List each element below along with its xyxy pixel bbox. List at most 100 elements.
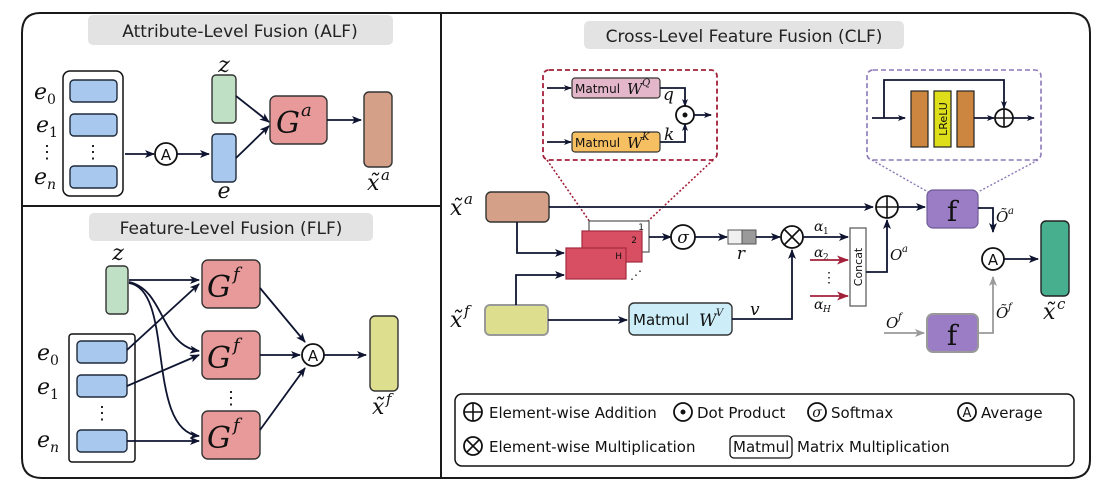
alf-title: Attribute-Level Fusion (ALF) bbox=[122, 22, 357, 42]
alf-e-label: e bbox=[217, 179, 230, 204]
alf-panel: Attribute-Level Fusion (ALF) ⋮ e 0 e 1 ⋮… bbox=[34, 15, 393, 204]
svg-text:n: n bbox=[47, 177, 56, 193]
f-detail-box: LReLU bbox=[866, 69, 1042, 193]
alf-label-en: e n bbox=[34, 165, 56, 193]
flf-z-vector bbox=[105, 265, 129, 315]
k-label: k bbox=[664, 125, 674, 145]
svg-text:f: f bbox=[897, 312, 904, 323]
svg-text:0: 0 bbox=[47, 92, 56, 108]
clf-title: Cross-Level Feature Fusion (CLF) bbox=[606, 27, 883, 47]
alf-z-label: z bbox=[217, 53, 230, 78]
alf-inner-vdots: ⋮ bbox=[84, 142, 102, 163]
arrow-f-feat-to-avg bbox=[978, 276, 997, 334]
legend-item-matmul: Matmul Matrix Multiplication bbox=[729, 435, 950, 459]
flf-arrow-gate1-to-avg bbox=[259, 287, 306, 343]
svg-text:A: A bbox=[988, 251, 999, 269]
alf-e-vector bbox=[211, 133, 237, 183]
f-skip-connection bbox=[883, 79, 1007, 118]
svg-text:O: O bbox=[886, 314, 898, 332]
f-block-feat-label: f bbox=[947, 319, 960, 352]
alf-label-e1: e 1 bbox=[36, 113, 58, 141]
flf-embedding-e0 bbox=[76, 340, 128, 364]
arrow-v-to-mult bbox=[732, 249, 796, 320]
svg-text:σ: σ bbox=[812, 405, 822, 421]
legend-item-multiply: Element-wise Multiplication bbox=[463, 436, 695, 456]
flf-arrow-e1-to-gate2 bbox=[126, 354, 200, 387]
svg-text:Õ: Õ bbox=[996, 304, 1008, 322]
f-block-attr bbox=[926, 189, 979, 229]
svg-text:α: α bbox=[814, 297, 824, 313]
svg-text:Element-wise Multiplication: Element-wise Multiplication bbox=[489, 438, 695, 456]
svg-text:a: a bbox=[301, 100, 312, 121]
svg-text:e: e bbox=[37, 341, 50, 366]
q-label: q bbox=[663, 85, 674, 105]
attention-head-H bbox=[565, 247, 627, 280]
r-vector-right bbox=[741, 229, 757, 245]
alpha-H-label: α H bbox=[814, 297, 831, 315]
flf-output-label: x̃ f bbox=[372, 390, 394, 420]
svg-text:V: V bbox=[716, 308, 725, 319]
svg-text:α: α bbox=[814, 245, 824, 261]
matmul-wv-label: Matmul W V bbox=[633, 308, 725, 331]
flf-z-label: z bbox=[111, 241, 124, 266]
r-label: r bbox=[737, 244, 746, 264]
svg-text:f: f bbox=[385, 390, 394, 408]
svg-text:Õ: Õ bbox=[996, 208, 1008, 226]
svg-text:e: e bbox=[34, 165, 47, 190]
alf-embedding-en bbox=[69, 165, 118, 189]
svg-text:A: A bbox=[308, 347, 319, 365]
flf-arrow-gate3-to-avg bbox=[259, 367, 306, 431]
of-label: O f bbox=[886, 312, 904, 332]
alf-outer-vdots: ⋮ bbox=[38, 142, 56, 163]
arrow-concat-to-add bbox=[866, 219, 891, 273]
alf-embedding-e1 bbox=[69, 113, 118, 137]
svg-text:Average: Average bbox=[981, 404, 1043, 422]
svg-text:Matmul: Matmul bbox=[575, 136, 620, 150]
f-linear-1 bbox=[910, 90, 929, 148]
flf-gate-3 bbox=[201, 410, 261, 460]
softmax-legend-icon bbox=[807, 402, 827, 422]
flf-panel: Feature-Level Fusion (FLF) z ⋮ e 0 e 1 e… bbox=[37, 213, 399, 463]
flf-inner-vdots: ⋮ bbox=[93, 403, 111, 424]
svg-text:W: W bbox=[627, 134, 644, 152]
attention-detail-border bbox=[542, 69, 718, 161]
alpha-vdots: ⋮ bbox=[822, 270, 836, 286]
alf-output-label: x̃ a bbox=[367, 166, 390, 196]
clf-panel: Cross-Level Feature Fusion (CLF) Matmul … bbox=[450, 21, 1075, 467]
svg-text:Matmul: Matmul bbox=[575, 82, 620, 96]
svg-text:2: 2 bbox=[631, 236, 637, 246]
arrow-q-to-dot bbox=[660, 87, 688, 107]
f-lrelu bbox=[933, 90, 952, 148]
legend: Element-wise Addition Dot Product σ Soft… bbox=[454, 393, 1075, 467]
flf-embedding-e1 bbox=[76, 374, 128, 398]
svg-text:α: α bbox=[814, 219, 824, 235]
flf-title-bg bbox=[89, 213, 373, 241]
legend-item-dot: Dot Product bbox=[673, 402, 785, 422]
svg-text:Element-wise Addition: Element-wise Addition bbox=[489, 404, 657, 422]
svg-text:A: A bbox=[963, 406, 972, 421]
flf-arrow-z-to-gate3 bbox=[128, 282, 200, 439]
svg-text:0: 0 bbox=[50, 353, 59, 369]
arrow-xa-to-heads bbox=[516, 222, 565, 257]
svg-text:1: 1 bbox=[638, 223, 644, 233]
v-label: v bbox=[750, 300, 760, 320]
svg-text:Matrix Multiplication: Matrix Multiplication bbox=[797, 438, 950, 456]
svg-text:a: a bbox=[464, 190, 473, 208]
svg-text:Dot Product: Dot Product bbox=[697, 404, 785, 422]
alf-output-vector bbox=[363, 91, 393, 168]
svg-text:1: 1 bbox=[50, 387, 59, 403]
arrow-k-to-dot bbox=[660, 123, 688, 143]
svg-text:f: f bbox=[463, 302, 472, 320]
svg-text:Matmul: Matmul bbox=[733, 438, 789, 456]
flf-label-en: e n bbox=[37, 428, 59, 456]
f-zoom-line-right bbox=[977, 159, 1039, 193]
dot-product-dot bbox=[682, 112, 688, 118]
flf-output-vector bbox=[369, 315, 399, 392]
flf-label-e0: e 0 bbox=[37, 341, 59, 369]
svg-text:x̃: x̃ bbox=[450, 196, 463, 221]
f-zoom-line-left bbox=[871, 159, 929, 193]
svg-text:x̃: x̃ bbox=[1043, 300, 1056, 325]
average-legend-icon bbox=[957, 402, 977, 422]
attention-zoom-line-left bbox=[546, 159, 591, 223]
